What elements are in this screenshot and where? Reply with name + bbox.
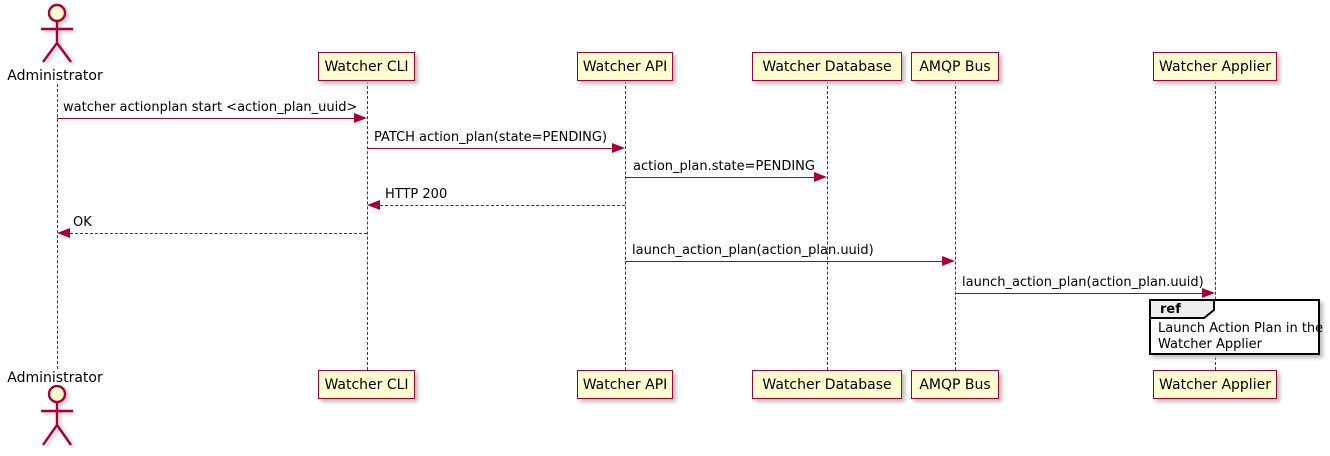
actor-icon xyxy=(41,385,73,446)
ref-header-pentagon xyxy=(1149,299,1215,319)
message-2-label: PATCH action_plan(state=PENDING) xyxy=(374,130,608,145)
lifeline-watcher-api xyxy=(625,81,626,370)
message-3-arrowhead xyxy=(814,172,827,182)
lifeline-administrator xyxy=(57,84,58,369)
message-5-arrowhead xyxy=(57,228,70,238)
actor-label-bottom: Administrator xyxy=(7,370,103,386)
message-7-arrowhead xyxy=(1202,288,1215,298)
message-4-label: HTTP 200 xyxy=(385,187,448,202)
ref-text-line-2: Watcher Applier xyxy=(1158,337,1262,352)
lifeline-amqp-bus xyxy=(955,81,956,370)
participant-bottom-amqp-bus: AMQP Bus xyxy=(911,370,999,399)
actor-icon xyxy=(41,3,73,63)
ref-text-line-1: Launch Action Plan in the xyxy=(1158,321,1324,336)
ref-keyword: ref xyxy=(1160,302,1181,317)
message-4-arrowhead xyxy=(367,200,380,210)
message-4-line xyxy=(380,205,625,206)
lifeline-watcher-database xyxy=(827,81,828,370)
participant-top-watcher-cli: Watcher CLI xyxy=(318,52,415,81)
participant-bottom-watcher-api: Watcher API xyxy=(577,370,673,399)
participant-bottom-watcher-database: Watcher Database xyxy=(752,370,902,399)
participant-bottom-watcher-cli: Watcher CLI xyxy=(318,370,415,399)
ref-fragment: ref Launch Action Plan in the Watcher Ap… xyxy=(1149,299,1323,355)
message-3-label: action_plan.state=PENDING xyxy=(633,159,815,174)
message-7-label: launch_action_plan(action_plan.uuid) xyxy=(962,275,1204,290)
participant-top-watcher-database: Watcher Database xyxy=(752,52,902,81)
message-1-line xyxy=(57,118,355,119)
message-6-label: launch_action_plan(action_plan.uuid) xyxy=(632,243,874,258)
lifeline-watcher-applier xyxy=(1215,81,1216,370)
participant-bottom-watcher-applier: Watcher Applier xyxy=(1153,370,1277,399)
message-1-arrowhead xyxy=(354,113,367,123)
message-5-line xyxy=(70,233,367,234)
participant-top-watcher-applier: Watcher Applier xyxy=(1153,52,1277,81)
message-6-arrowhead xyxy=(942,256,955,266)
participant-top-watcher-api: Watcher API xyxy=(577,52,673,81)
message-5-label: OK xyxy=(73,215,92,230)
message-2-arrowhead xyxy=(612,143,625,153)
message-7-line xyxy=(955,293,1203,294)
message-1-label: watcher actionplan start <action_plan_uu… xyxy=(63,100,358,115)
participant-top-amqp-bus: AMQP Bus xyxy=(911,52,999,81)
message-3-line xyxy=(625,177,815,178)
message-2-line xyxy=(367,148,613,149)
lifeline-watcher-cli xyxy=(367,81,368,370)
ref-text: Launch Action Plan in the Watcher Applie… xyxy=(1158,321,1323,353)
message-6-line xyxy=(625,261,943,262)
actor-label-top: Administrator xyxy=(7,68,103,84)
